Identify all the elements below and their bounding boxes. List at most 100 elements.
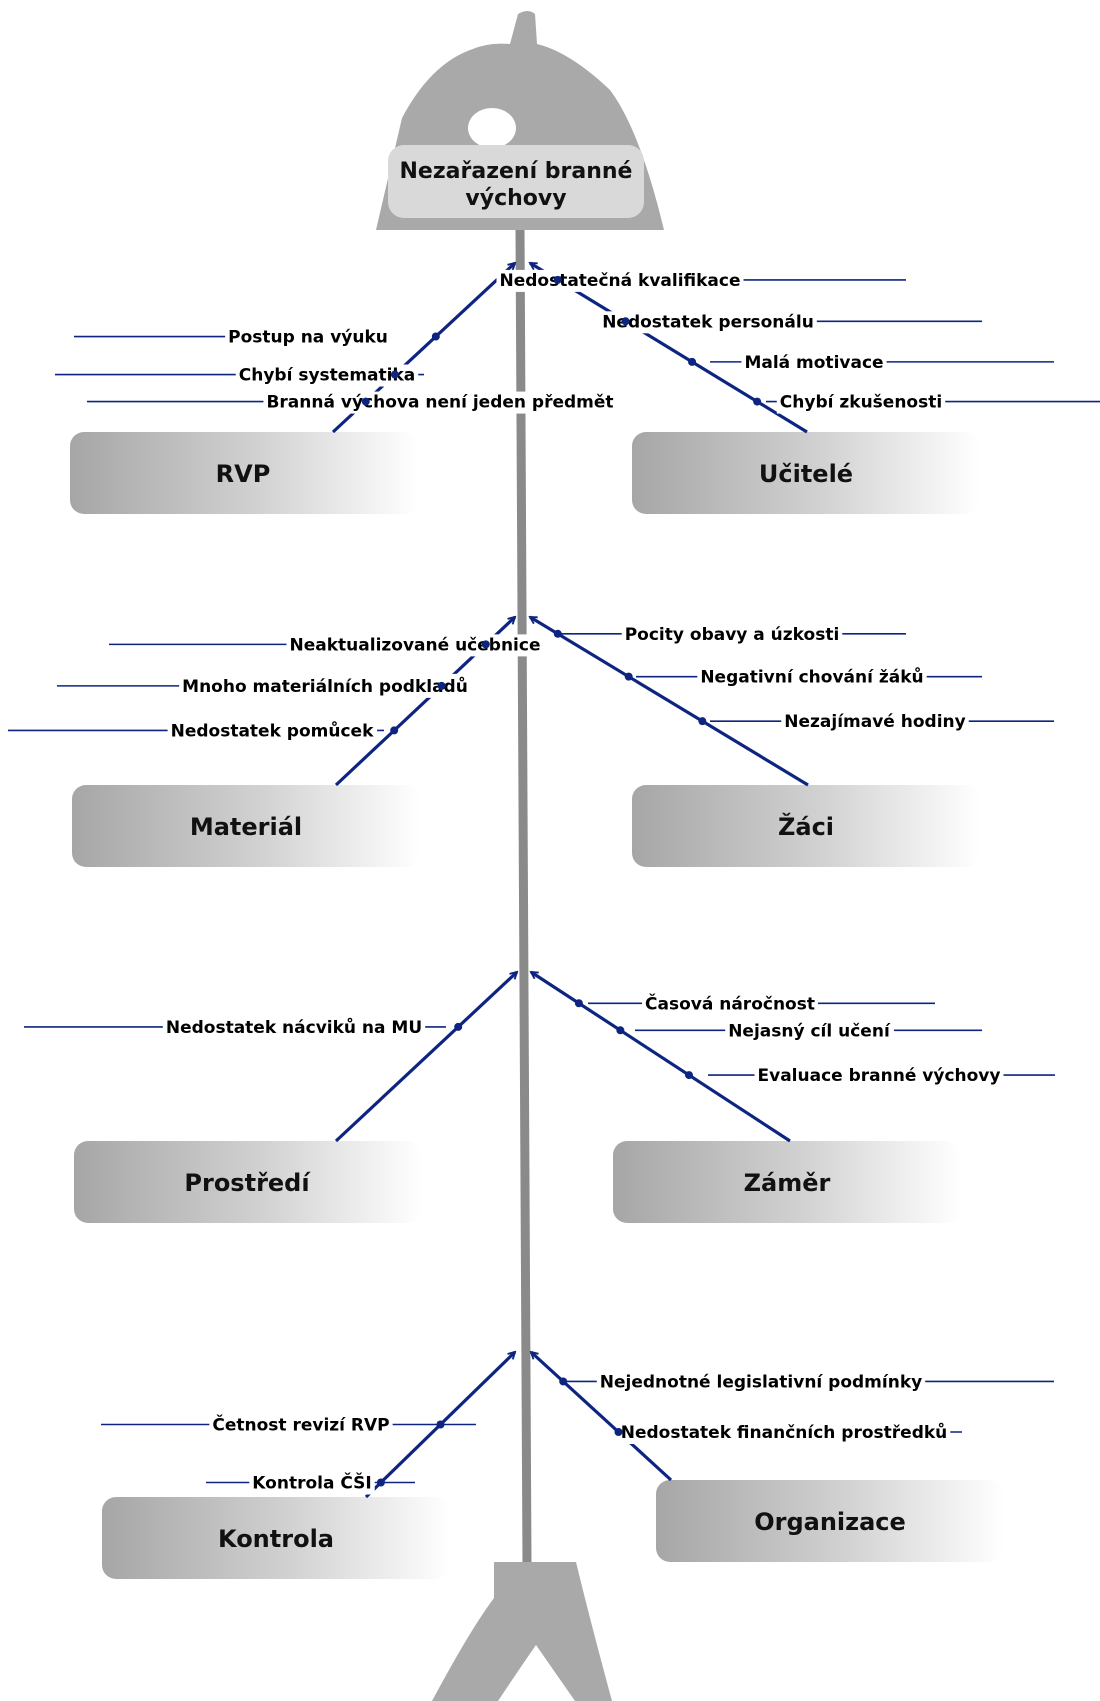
category-box-kontrola [102,1497,450,1579]
cause-dot [574,999,583,1008]
cause-dot [616,1026,625,1035]
cause-label: Branná výchova není jeden předmět [266,393,613,413]
cause-dot [559,1377,568,1386]
cause-label-bg [209,1412,393,1437]
problem-title-line1: Nezařazení branné [400,159,633,184]
fish-eye [468,108,516,148]
cause-ucitele-3: Chybí zkušenosti [753,391,1100,414]
cause-dot [698,717,707,726]
spine [515,229,532,1566]
cause-dot [621,317,630,326]
cause-prostredi-0: Nedostatek nácviků na MU [24,1014,463,1039]
cause-label-bg [496,269,744,292]
cause-rvp-2: Postup na výuku [74,326,440,349]
cause-dot [454,1022,463,1031]
cause-label: Kontrola ČŠI [252,1472,371,1494]
cause-label: Nedostatek nácviků na MU [166,1016,422,1038]
cause-dot [437,681,446,690]
cause-ucitele-1: Nedostatek personálu [599,311,982,334]
cause-dot [688,357,697,366]
cause-label-bg [741,351,887,374]
cause-label-bg [179,673,471,698]
cause-organizace-0: Nejednotné legislativní podmínky [559,1371,1054,1394]
category-label-material: Materiál [190,813,302,841]
category-label-kontrola: Kontrola [218,1525,334,1553]
cause-label: Nedostatek finančních prostředků [621,1421,948,1443]
cause-label: Pocity obavy a úzkosti [625,625,840,645]
category-ucitele: Učitelé Nedostatečná kvalifikaceNedostate… [496,261,1100,514]
category-box-rvp [70,432,418,514]
cause-dot [753,397,762,406]
category-rvp: RVP Branná výchova není jeden předmět Chyb… [55,263,617,514]
cause-label: Nejasný cíl učení [728,1021,891,1041]
cause-rvp-1: Chybí systematika [55,364,424,387]
cause-label: Časová náročnost [645,992,815,1014]
cause-dot [614,1428,623,1436]
cause-zamer-0: Časová náročnost [574,991,935,1016]
cause-kontrola-0: Četnost revizí RVP [101,1412,476,1437]
cause-label: Chybí zkušenosti [780,393,942,413]
cause-material-1: Mnoho materiálních podkladů [57,673,471,698]
cause-label-bg [225,326,391,349]
category-label-ucitele: Učitelé [759,460,853,488]
branches: RVP Branná výchova není jeden předmět Chyb… [8,261,1100,1579]
cause-label-bg [697,664,927,689]
cause-zaci-2: Nezajímavé hodiny [698,711,1054,734]
cause-label: Nedostatečná kvalifikace [499,271,740,291]
cause-label: Nedostatek personálu [602,312,814,332]
cause-dot [624,672,633,681]
cause-zaci-1: Negativní chování žáků [624,664,982,689]
branch-arrow-zaci [530,615,809,787]
cause-dot [431,332,440,341]
cause-material-2: Nedostatek pomůcek [8,718,399,743]
cause-label-bg [286,634,544,657]
problem-box [388,145,644,218]
category-box-ucitele [632,432,980,514]
cause-dot [361,397,370,406]
cause-material-0: Neaktualizované učebnice [109,634,544,657]
cause-label: Evaluace branné výchovy [758,1066,1001,1086]
cause-label-bg [167,718,378,743]
cause-label: Mnoho materiálních podkladů [182,675,468,697]
category-label-zaci: Žáci [778,812,834,841]
category-box-organizace [656,1480,1004,1562]
cause-label-bg [249,1470,375,1495]
category-label-zamer: Záměr [744,1169,831,1197]
cause-organizace-1: Nedostatek finančních prostředků [614,1420,962,1444]
branch-arrow-organizace [531,1352,673,1482]
cause-label-bg [617,1420,951,1444]
cause-dot [376,1478,385,1487]
cause-rvp-0: Branná výchova není jeden předmět [87,391,617,414]
cause-label-bg [776,391,946,414]
problem-title-line2: výchovy [465,186,566,211]
cause-label: Nedostatek pomůcek [171,719,374,741]
cause-label-bg [596,1371,926,1394]
cause-dot [436,1420,445,1429]
cause-zaci-0: Pocity obavy a úzkosti [553,623,906,646]
category-label-rvp: RVP [216,460,271,488]
cause-dot [553,275,562,284]
cause-label-bg [235,364,419,387]
cause-label-bg [781,711,969,734]
cause-kontrola-1: Kontrola ČŠI [206,1470,415,1495]
cause-dot [481,640,490,649]
branch-arrow-prostredi [334,972,517,1143]
cause-dot [684,1071,693,1080]
cause-label: Nejednotné legislativní podmínky [600,1372,922,1392]
cause-label-bg [162,1014,426,1039]
cause-label: Neaktualizované učebnice [290,635,541,655]
cause-label-bg [263,391,617,414]
fish-tail [432,1562,612,1701]
cause-label: Negativní chování žáků [700,666,923,688]
cause-zamer-1: Nejasný cíl učení [616,1020,982,1043]
cause-label-bg [725,1020,894,1043]
cause-zamer-2: Evaluace branné výchovy [684,1065,1055,1088]
branch-arrow-zamer [531,970,791,1143]
category-label-organizace: Organizace [754,1508,906,1536]
category-box-zamer [613,1141,961,1223]
cause-label: Postup na výuku [228,328,388,348]
cause-dot [553,629,562,638]
cause-label-bg [621,623,843,646]
